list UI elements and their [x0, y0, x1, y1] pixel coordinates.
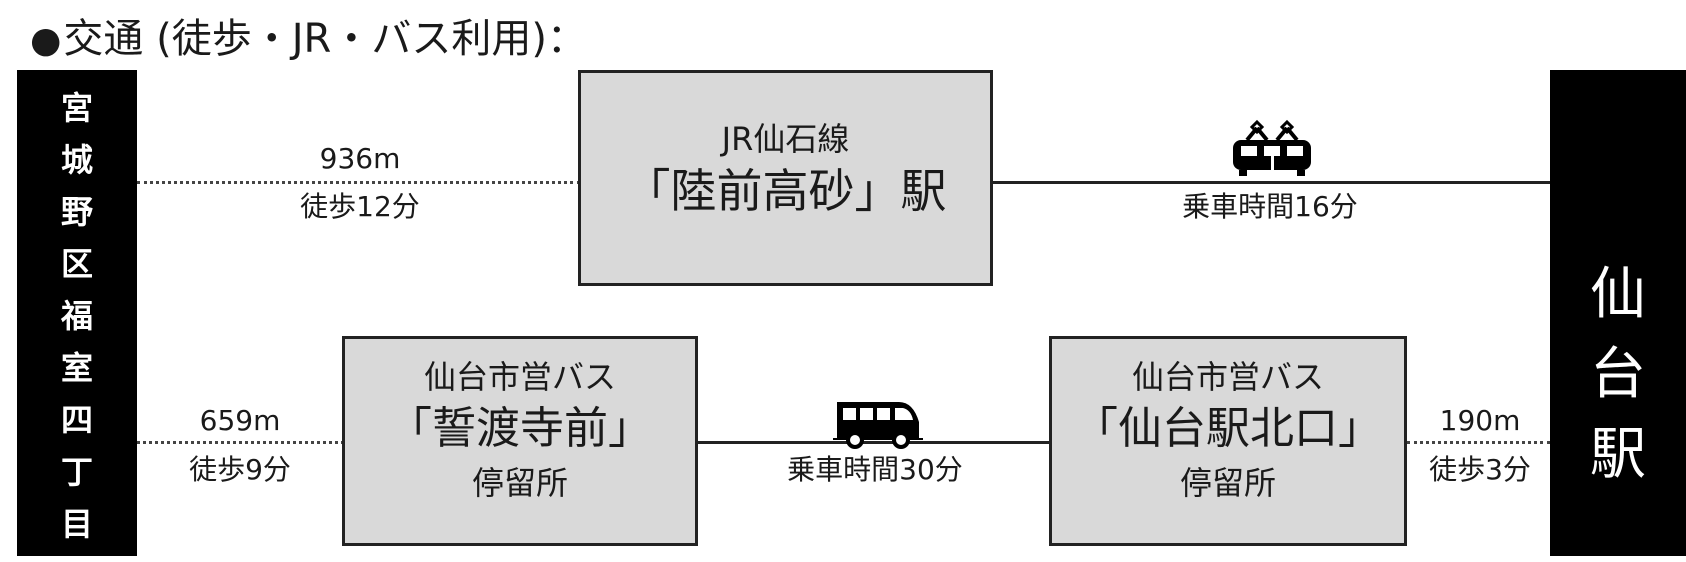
origin-char: 目 [60, 505, 93, 543]
destination-char: 駅 [1590, 422, 1646, 487]
origin-char: 野 [60, 193, 93, 231]
origin-char: 四 [60, 401, 93, 439]
walk-to-jr-time: 徒歩12分 [300, 190, 420, 223]
walk-to-station-distance: 190m [1439, 404, 1521, 437]
destination-char: 台 [1590, 342, 1646, 407]
train-icon [1227, 118, 1317, 178]
bus-stop-start-name: 「誓渡寺前」 [388, 403, 652, 454]
origin-char: 宮 [60, 89, 93, 127]
walk-to-bus-distance: 659m [199, 404, 281, 437]
bullet-icon: ● [30, 20, 62, 61]
section-title-text: 交通 (徒歩・JR・バス利用)： [63, 16, 587, 62]
destination-sidebar: 仙 台 駅 [1550, 70, 1686, 556]
jr-line-label: JR仙石線 [721, 120, 850, 158]
bus-stop-end-name: 「仙台駅北口」 [1074, 403, 1382, 454]
walk-to-station-time: 徒歩3分 [1429, 453, 1531, 486]
walk-to-bus-connector [137, 441, 344, 444]
jr-station-name: 「陸前高砂」駅 [624, 164, 947, 218]
destination-char: 仙 [1590, 262, 1646, 327]
bus-stop-start-operator: 仙台市営バス [423, 358, 616, 396]
bus-icon [833, 398, 923, 450]
bus-stop-end-box: 仙台市営バス 「仙台駅北口」 停留所 [1049, 336, 1407, 546]
train-ride-connector [993, 181, 1550, 184]
origin-char: 区 [60, 245, 93, 283]
origin-char: 丁 [60, 453, 93, 491]
walk-to-jr-distance: 936m [319, 142, 401, 175]
train-ride-time: 乗車時間16分 [1182, 190, 1358, 223]
walk-to-bus-time: 徒歩9分 [189, 453, 291, 486]
origin-char: 室 [60, 349, 93, 387]
walk-to-station-connector [1407, 441, 1550, 444]
bus-ride-connector [698, 441, 1051, 444]
origin-char: 城 [60, 141, 93, 179]
section-title: ●交通 (徒歩・JR・バス利用)： [30, 14, 587, 66]
origin-sidebar: 宮 城 野 区 福 室 四 丁 目 [17, 70, 137, 556]
origin-char: 福 [60, 297, 93, 335]
jr-station-box: JR仙石線 「陸前高砂」駅 [578, 70, 993, 286]
bus-stop-end-suffix: 停留所 [1179, 464, 1276, 502]
bus-stop-start-box: 仙台市営バス 「誓渡寺前」 停留所 [342, 336, 698, 546]
bus-stop-end-operator: 仙台市営バス [1131, 358, 1324, 396]
walk-to-jr-connector [137, 181, 580, 184]
bus-ride-time: 乗車時間30分 [787, 453, 963, 486]
bus-stop-start-suffix: 停留所 [471, 464, 568, 502]
